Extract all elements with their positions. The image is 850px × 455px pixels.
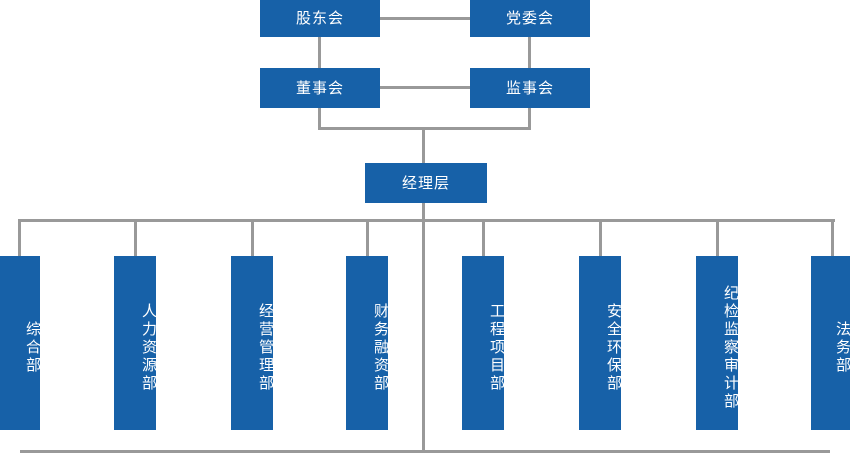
node-board-of-directors[interactable]: 董事会 — [260, 68, 380, 108]
connector-shareholders-to-board — [318, 37, 321, 68]
node-dept-engineering-projects[interactable]: 工程项目部 — [462, 256, 505, 430]
node-dept-finance-financing[interactable]: 财务融资部 — [346, 256, 389, 430]
node-label-dept-discipline-audit: 纪检监察审计部 — [722, 285, 739, 411]
node-shareholders[interactable]: 股东会 — [260, 0, 380, 37]
connector-stem-dept-safety-environment — [599, 219, 602, 256]
connector-stem-dept-engineering-projects — [482, 219, 485, 256]
node-party-committee[interactable]: 党委会 — [470, 0, 590, 37]
node-dept-operations-management[interactable]: 经营管理部 — [231, 256, 274, 430]
connector-stem-dept-finance-financing — [366, 219, 369, 256]
connector-level4-bus — [18, 219, 835, 222]
connector-shareholders-to-party — [380, 17, 470, 20]
node-label-board-of-directors: 董事会 — [295, 79, 344, 97]
node-label-dept-engineering-projects: 工程项目部 — [488, 303, 505, 393]
node-label-dept-safety-environment: 安全环保部 — [605, 303, 622, 393]
node-label-dept-general-affairs: 综合部 — [24, 321, 41, 375]
connector-supervisors-down — [528, 108, 531, 130]
node-board-of-supervisors[interactable]: 监事会 — [470, 68, 590, 108]
node-label-dept-finance-financing: 财务融资部 — [372, 303, 389, 393]
node-label-board-of-supervisors: 监事会 — [505, 79, 554, 97]
connector-bus-to-management — [422, 127, 425, 163]
connector-stem-dept-legal-affairs — [831, 219, 834, 256]
node-dept-discipline-audit[interactable]: 纪检监察审计部 — [696, 256, 739, 430]
connector-footer-rule — [20, 450, 830, 453]
connector-stem-dept-operations-management — [251, 219, 254, 256]
node-label-dept-legal-affairs: 法务部 — [834, 321, 850, 375]
node-label-shareholders: 股东会 — [295, 10, 344, 27]
node-label-party-committee: 党委会 — [505, 10, 554, 27]
node-label-dept-operations-management: 经营管理部 — [257, 303, 274, 393]
connector-board-down — [318, 108, 321, 130]
node-dept-general-affairs[interactable]: 综合部 — [0, 256, 41, 430]
node-label-management: 经理层 — [401, 174, 450, 192]
connector-board-directors-to-supervisors — [380, 86, 470, 89]
connector-stem-dept-general-affairs — [18, 219, 21, 256]
node-management[interactable]: 经理层 — [365, 163, 487, 203]
connector-party-to-supervisors — [528, 37, 531, 68]
node-dept-safety-environment[interactable]: 安全环保部 — [579, 256, 622, 430]
connector-management-trunk — [422, 203, 425, 450]
connector-stem-dept-discipline-audit — [716, 219, 719, 256]
node-dept-human-resources[interactable]: 人力资源部 — [114, 256, 157, 430]
node-dept-legal-affairs[interactable]: 法务部 — [811, 256, 850, 430]
node-label-dept-human-resources: 人力资源部 — [140, 303, 157, 393]
connector-stem-dept-human-resources — [134, 219, 137, 256]
